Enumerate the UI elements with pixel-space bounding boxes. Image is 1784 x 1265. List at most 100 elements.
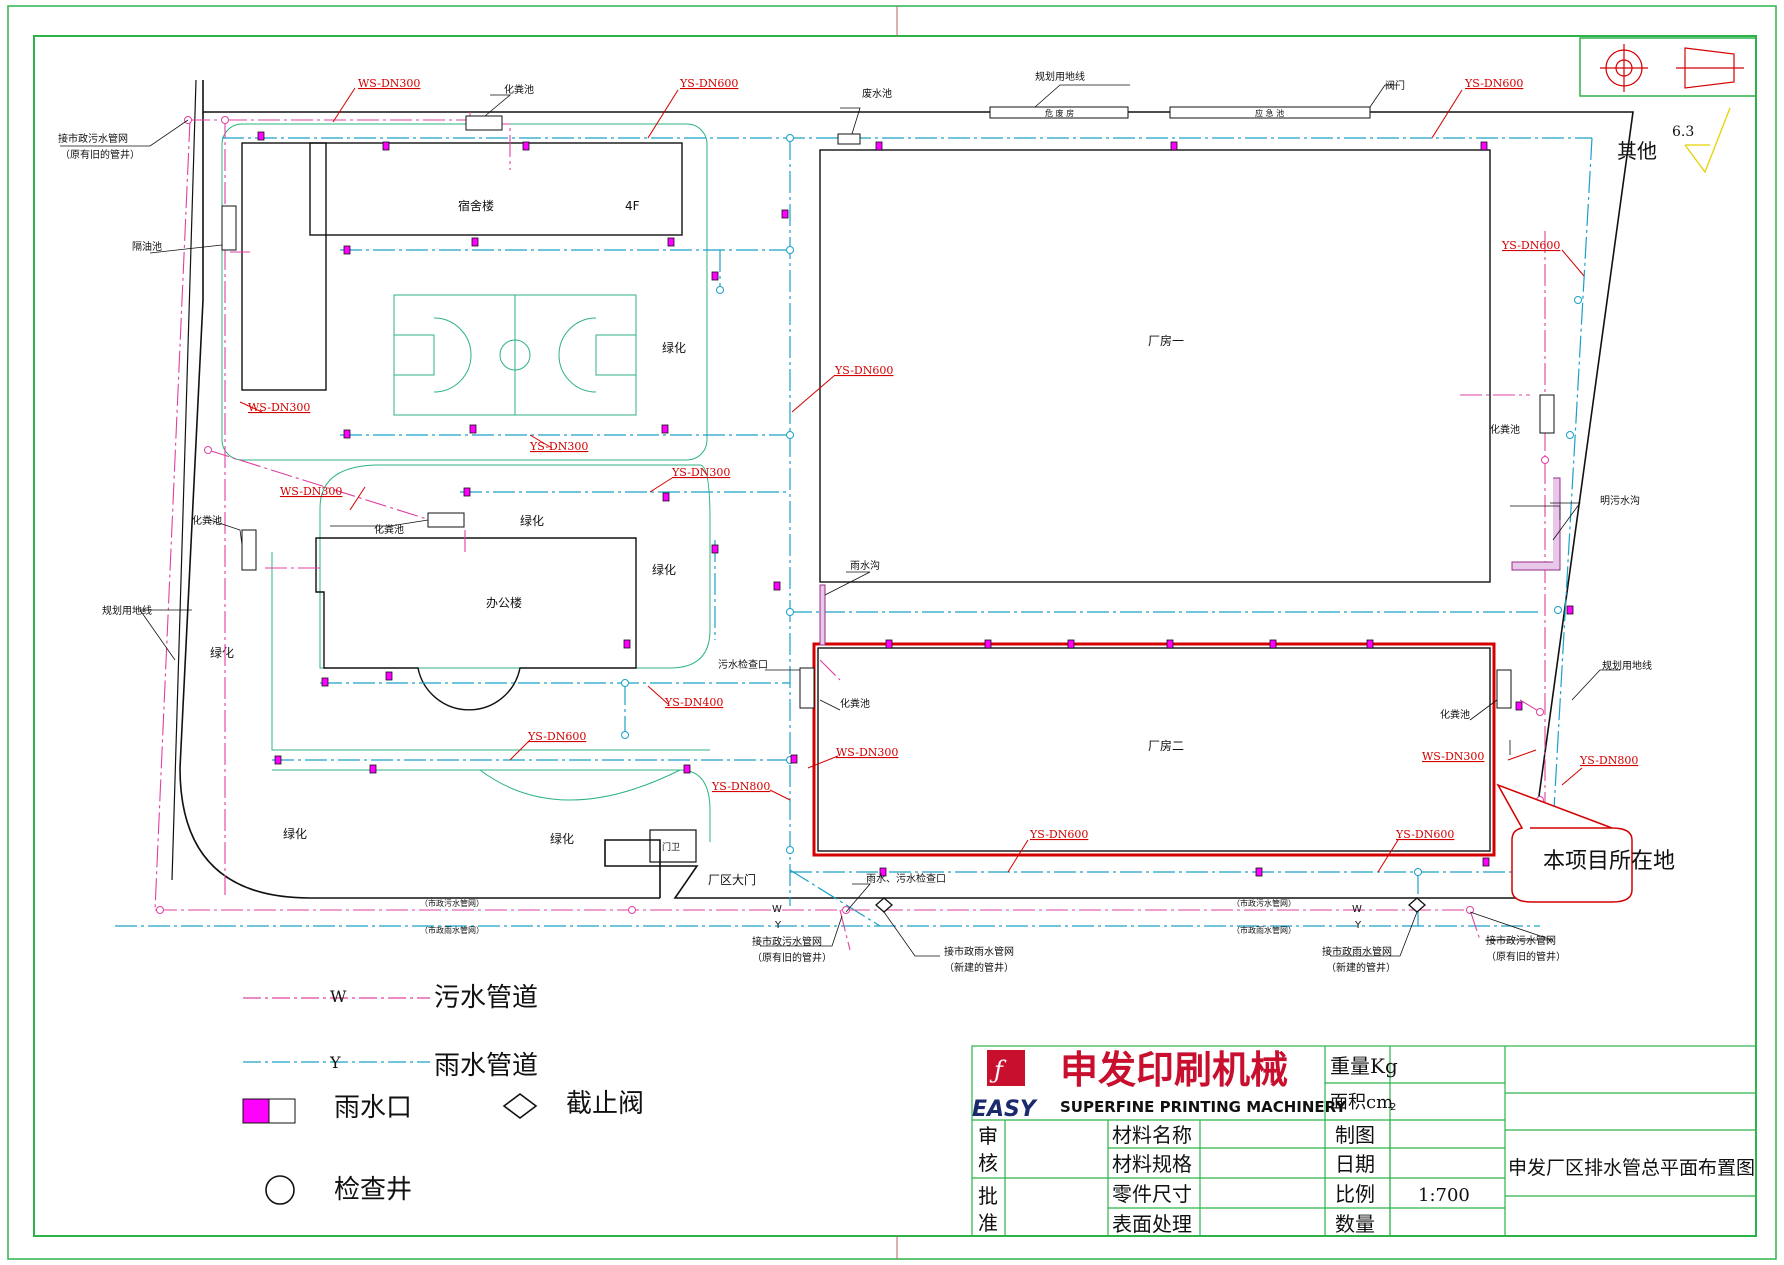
rain-sewage-check-label: 雨水、污水检查口 xyxy=(866,872,946,885)
company-logo-glyph: ƒ xyxy=(989,1056,1007,1084)
projection-symbol-box xyxy=(1579,37,1757,97)
tb-mat-spec: 材料规格 xyxy=(1112,1152,1192,1176)
pipe-label-ys800-1: YS-DN800 xyxy=(711,780,770,793)
pipe-label-ws300-2: WS-DN300 xyxy=(248,401,310,414)
company-name-cn: 申发印刷机械 xyxy=(1060,1047,1288,1092)
leader-lines xyxy=(60,84,1620,957)
legend-inlet-icon-fill xyxy=(242,1098,270,1124)
green-label-3: 绿化 xyxy=(652,562,676,577)
tb-weight: 重量Kg xyxy=(1330,1054,1398,1078)
tb-area: 面积cm xyxy=(1330,1092,1393,1113)
pipe-label-ys600-7: YS-DN600 xyxy=(1395,828,1454,841)
valve-diamond-1 xyxy=(875,897,893,913)
tb-review-1: 审 xyxy=(978,1124,998,1148)
tb-approve-1: 批 xyxy=(978,1184,998,1208)
pipe-label-ys600-6: YS-DN600 xyxy=(1029,828,1088,841)
sewage-wells xyxy=(156,116,1549,914)
septic-label-2: 化粪池 xyxy=(192,514,222,527)
conn-sewage-label-3: 接市政污水管网 xyxy=(1486,934,1556,947)
planned-line-label-1: 规划用地线 xyxy=(1035,70,1085,83)
conn-sewage-label-2: 接市政污水管网 xyxy=(752,935,822,948)
company-logo-icon xyxy=(987,1050,1025,1086)
tb-area-sup: 2 xyxy=(1390,1102,1396,1113)
pipe-label-ys400: YS-DN400 xyxy=(664,696,723,709)
basketball-court xyxy=(393,294,637,416)
roughness-other-label: 其他 xyxy=(1617,139,1657,163)
legend-inlet-label: 雨水口 xyxy=(334,1093,412,1123)
conn-rain-label-1: 接市政雨水管网 xyxy=(944,945,1014,958)
dorm-label: 宿舍楼 xyxy=(458,198,494,213)
pipe-label-ys600-4: YS-DN600 xyxy=(834,364,893,377)
tb-scale: 比例 xyxy=(1335,1182,1375,1206)
pipe-label-ys300-1: YS-DN300 xyxy=(529,440,588,453)
project-location-callout xyxy=(1496,783,1633,903)
pipe-label-ws300-5: WS-DN300 xyxy=(1422,750,1484,763)
pipe-label-ys800-2: YS-DN800 xyxy=(1579,754,1638,767)
pipe-label-ys600-1: YS-DN600 xyxy=(679,77,738,90)
legend-valve-label: 截止阀 xyxy=(566,1089,644,1119)
tb-surface: 表面处理 xyxy=(1112,1212,1192,1236)
tb-mat-name: 材料名称 xyxy=(1112,1123,1192,1147)
site-boundary-west xyxy=(179,112,660,899)
sewage-check-label: 污水检查口 xyxy=(718,658,768,671)
dorm-wing xyxy=(241,142,327,391)
pipe-label-ys300-2: YS-DN300 xyxy=(671,466,730,479)
tb-review-2: 核 xyxy=(978,1151,998,1175)
open-ditch-shape xyxy=(1511,477,1561,571)
legend-well-icon xyxy=(265,1175,295,1205)
tb-approve-2: 准 xyxy=(978,1211,998,1235)
pipe-label-ws300-3: WS-DN300 xyxy=(280,485,342,498)
title-block-grid xyxy=(971,1045,1757,1237)
street-rain-label-1: （市政雨水管网） xyxy=(420,925,484,935)
sewage-pipes xyxy=(154,112,1546,951)
company-brand: EASY xyxy=(972,1097,1038,1122)
valve-diamond-2 xyxy=(1408,897,1426,913)
guard-label: 门卫 xyxy=(662,841,680,853)
outer-frame xyxy=(7,5,1777,1260)
green-label-6: 绿化 xyxy=(550,831,574,846)
rain-pipes xyxy=(115,137,1593,927)
septic-label-1: 化粪池 xyxy=(504,83,534,96)
conn-rain-label-2: 接市政雨水管网 xyxy=(1322,945,1392,958)
street-sewage-label-2: （市政污水管网） xyxy=(1232,898,1296,908)
septic-label-6: 化粪池 xyxy=(1490,423,1520,436)
drawing-title: 申发厂区排水管总平面布置图 xyxy=(1508,1157,1755,1179)
waste-pool-label: 废水池 xyxy=(862,87,892,100)
septic-label-4: 化粪池 xyxy=(840,697,870,710)
factory1-building xyxy=(819,149,1491,583)
green-outlines xyxy=(221,123,711,842)
factory2-label: 厂房二 xyxy=(1148,738,1184,753)
gate-label: 厂区大门 xyxy=(708,872,756,887)
pipe-y-mark-2: Y xyxy=(1354,920,1362,931)
rain-ditch-label: 雨水沟 xyxy=(850,559,880,572)
pipe-label-ys600-3: YS-DN600 xyxy=(1501,239,1560,252)
conn-new-well-label-1: （新建的管井） xyxy=(944,961,1014,974)
office-label: 办公楼 xyxy=(486,595,522,610)
pipe-w-mark-2: W xyxy=(1352,904,1362,915)
pipe-w-mark-1: W xyxy=(772,904,782,915)
danger-room-label: 危 废 房 xyxy=(1045,108,1074,118)
conn-old-well-label-2: （原有旧的管井） xyxy=(752,951,832,964)
green-label-1: 绿化 xyxy=(662,340,686,355)
roughness-value: 6.3 xyxy=(1672,124,1694,140)
tb-drawn: 制图 xyxy=(1335,1123,1375,1147)
pipe-label-ws300-1: WS-DN300 xyxy=(358,77,420,90)
legend-sewage-w: W xyxy=(330,987,347,1006)
legend-valve-icon xyxy=(502,1093,538,1119)
septic-tanks xyxy=(221,115,1555,709)
office-building xyxy=(315,537,637,711)
pipe-y-mark-1: Y xyxy=(774,920,782,931)
project-highlight xyxy=(812,642,1496,857)
septic-label-3: 化粪池 xyxy=(374,523,404,536)
rain-inlets xyxy=(257,131,1574,877)
green-label-2: 绿化 xyxy=(520,513,544,528)
pipe-label-ws300-4: WS-DN300 xyxy=(836,746,898,759)
rain-ditch-shape xyxy=(819,584,826,646)
danger-room-box xyxy=(989,106,1129,119)
tb-date: 日期 xyxy=(1335,1152,1375,1176)
dorm-building xyxy=(309,142,683,236)
septic-label-5: 化粪池 xyxy=(1440,708,1470,721)
site-boundary xyxy=(202,80,1634,899)
pipe-label-ys600-2: YS-DN600 xyxy=(1464,77,1523,90)
dorm-floor-label: 4F xyxy=(625,199,640,213)
